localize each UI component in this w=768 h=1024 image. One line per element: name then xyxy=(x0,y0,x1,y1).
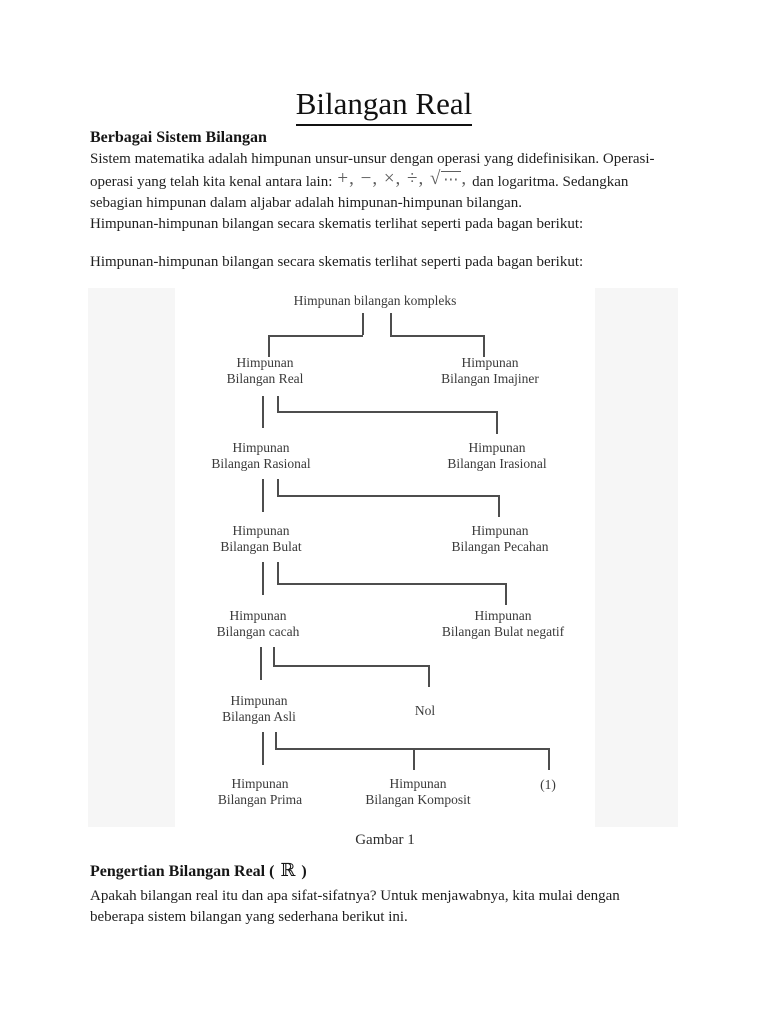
blackboard-r-symbol: ℝ xyxy=(280,860,296,880)
operator-symbols: +, −, ×, ÷, xyxy=(337,168,425,189)
math-operators-expression: +, −, ×, ÷, √⋯, xyxy=(337,168,467,189)
paragraph-line: sebagian himpunan dalam aljabar adalah h… xyxy=(90,195,522,211)
figure-backdrop-left xyxy=(88,288,175,827)
node-label: Nol xyxy=(414,703,436,718)
connector-line xyxy=(262,732,264,765)
node-himpunan-bilangan-kompleks: Himpunan bilangan kompleks xyxy=(294,293,457,309)
connector-line xyxy=(428,665,430,687)
connector-line xyxy=(498,495,500,517)
root-sign: √ xyxy=(429,168,442,189)
page-title: Bilangan Real xyxy=(0,86,768,126)
node-satu: (1) xyxy=(540,777,556,793)
node-label: Bilangan Real xyxy=(226,371,304,386)
node-himpunan-bilangan-asli: Himpunan Bilangan Asli xyxy=(222,693,296,725)
radicand-dots: ⋯ xyxy=(441,171,462,188)
node-label: (1) xyxy=(540,777,556,792)
connector-line xyxy=(277,562,279,583)
node-label: Bilangan Bulat negatif xyxy=(441,624,565,639)
figure-caption: Gambar 1 xyxy=(355,832,415,848)
paragraph-line-operators: operasi yang telah kita kenal antara lai… xyxy=(90,168,655,193)
node-label: Himpunan xyxy=(461,355,519,370)
connector-line xyxy=(390,335,483,337)
heading-text: Pengertian Bilangan Real ( xyxy=(90,863,275,880)
node-nol: Nol xyxy=(415,703,435,719)
intro-paragraph: Sistem matematika adalah himpunan unsur-… xyxy=(90,149,655,235)
paragraph-line: Himpunan-himpunan bilangan secara skemat… xyxy=(90,216,584,232)
connector-line xyxy=(505,583,507,605)
node-label: Himpunan xyxy=(389,776,447,791)
connector-line xyxy=(268,335,270,357)
connector-line xyxy=(390,313,392,335)
node-label: Himpunan xyxy=(230,693,288,708)
node-label: Bilangan Irasional xyxy=(447,456,547,471)
connector-line xyxy=(413,748,415,770)
connector-line xyxy=(273,647,275,665)
connector-line xyxy=(277,479,279,496)
node-himpunan-bilangan-komposit: Himpunan Bilangan Komposit xyxy=(365,776,470,808)
connector-line xyxy=(277,495,498,497)
node-label: Bilangan Imajiner xyxy=(441,371,539,386)
connector-line xyxy=(262,479,264,512)
node-himpunan-bilangan-real: Himpunan Bilangan Real xyxy=(227,355,304,387)
node-himpunan-bilangan-bulat: Himpunan Bilangan Bulat xyxy=(220,523,301,555)
repeated-schematic-line: Himpunan-himpunan bilangan secara skemat… xyxy=(90,254,584,270)
connector-line xyxy=(483,335,485,357)
node-label: Himpunan xyxy=(471,523,529,538)
connector-line xyxy=(275,732,277,748)
connector-line xyxy=(260,647,262,680)
node-himpunan-bilangan-prima: Himpunan Bilangan Prima xyxy=(218,776,302,808)
node-label: Bilangan Komposit xyxy=(365,792,471,807)
connector-line xyxy=(277,583,505,585)
connector-line xyxy=(273,665,428,667)
connector-line xyxy=(362,313,364,335)
node-label: Himpunan xyxy=(468,440,526,455)
paragraph-line: Sistem matematika adalah himpunan unsur-… xyxy=(90,151,655,167)
section-heading-berbagai-sistem: Berbagai Sistem Bilangan xyxy=(90,129,267,146)
node-label: Bilangan Asli xyxy=(222,709,296,724)
node-label: Bilangan Pecahan xyxy=(451,539,549,554)
node-label: Himpunan xyxy=(231,776,289,791)
connector-line xyxy=(262,562,264,595)
connector-line xyxy=(268,335,363,337)
node-label: Himpunan xyxy=(232,523,290,538)
connector-line xyxy=(275,748,548,750)
operators-line-suffix: dan logaritma. Sedangkan xyxy=(472,174,629,190)
pengertian-section: Pengertian Bilangan Real ( ℝ ) Apakah bi… xyxy=(90,860,620,929)
node-himpunan-bilangan-pecahan: Himpunan Bilangan Pecahan xyxy=(451,523,548,555)
node-himpunan-bilangan-bulat-negatif: Himpunan Bilangan Bulat negatif xyxy=(442,608,564,640)
figure-backdrop-right xyxy=(595,288,678,827)
node-label: Bilangan cacah xyxy=(216,624,300,639)
connector-line xyxy=(496,411,498,434)
radical-symbol: √⋯, xyxy=(430,168,467,189)
node-label: Bilangan Rasional xyxy=(211,456,311,471)
connector-line xyxy=(262,396,264,428)
paragraph-line: beberapa sistem bilangan yang sederhana … xyxy=(90,909,408,925)
node-label: Himpunan xyxy=(474,608,532,623)
node-label: Himpunan xyxy=(236,355,294,370)
node-label: Himpunan xyxy=(229,608,287,623)
node-label: Himpunan bilangan kompleks xyxy=(293,293,457,308)
node-label: Bilangan Bulat xyxy=(220,539,302,554)
paragraph-line: Apakah bilangan real itu dan apa sifat-s… xyxy=(90,887,620,904)
operators-line-prefix: operasi yang telah kita kenal antara lai… xyxy=(90,174,333,190)
node-label: Bilangan Prima xyxy=(217,792,303,807)
node-himpunan-bilangan-irasional: Himpunan Bilangan Irasional xyxy=(447,440,546,472)
node-himpunan-bilangan-rasional: Himpunan Bilangan Rasional xyxy=(211,440,310,472)
math-comma: , xyxy=(461,168,468,189)
heading-text: ) xyxy=(301,863,307,880)
node-himpunan-bilangan-cacah: Himpunan Bilangan cacah xyxy=(217,608,300,640)
connector-line xyxy=(277,396,279,412)
connector-line xyxy=(548,748,550,770)
node-label: Himpunan xyxy=(232,440,290,455)
section-heading-pengertian: Pengertian Bilangan Real ( ℝ ) xyxy=(90,860,620,883)
connector-line xyxy=(277,411,496,413)
node-himpunan-bilangan-imajiner: Himpunan Bilangan Imajiner xyxy=(441,355,539,387)
